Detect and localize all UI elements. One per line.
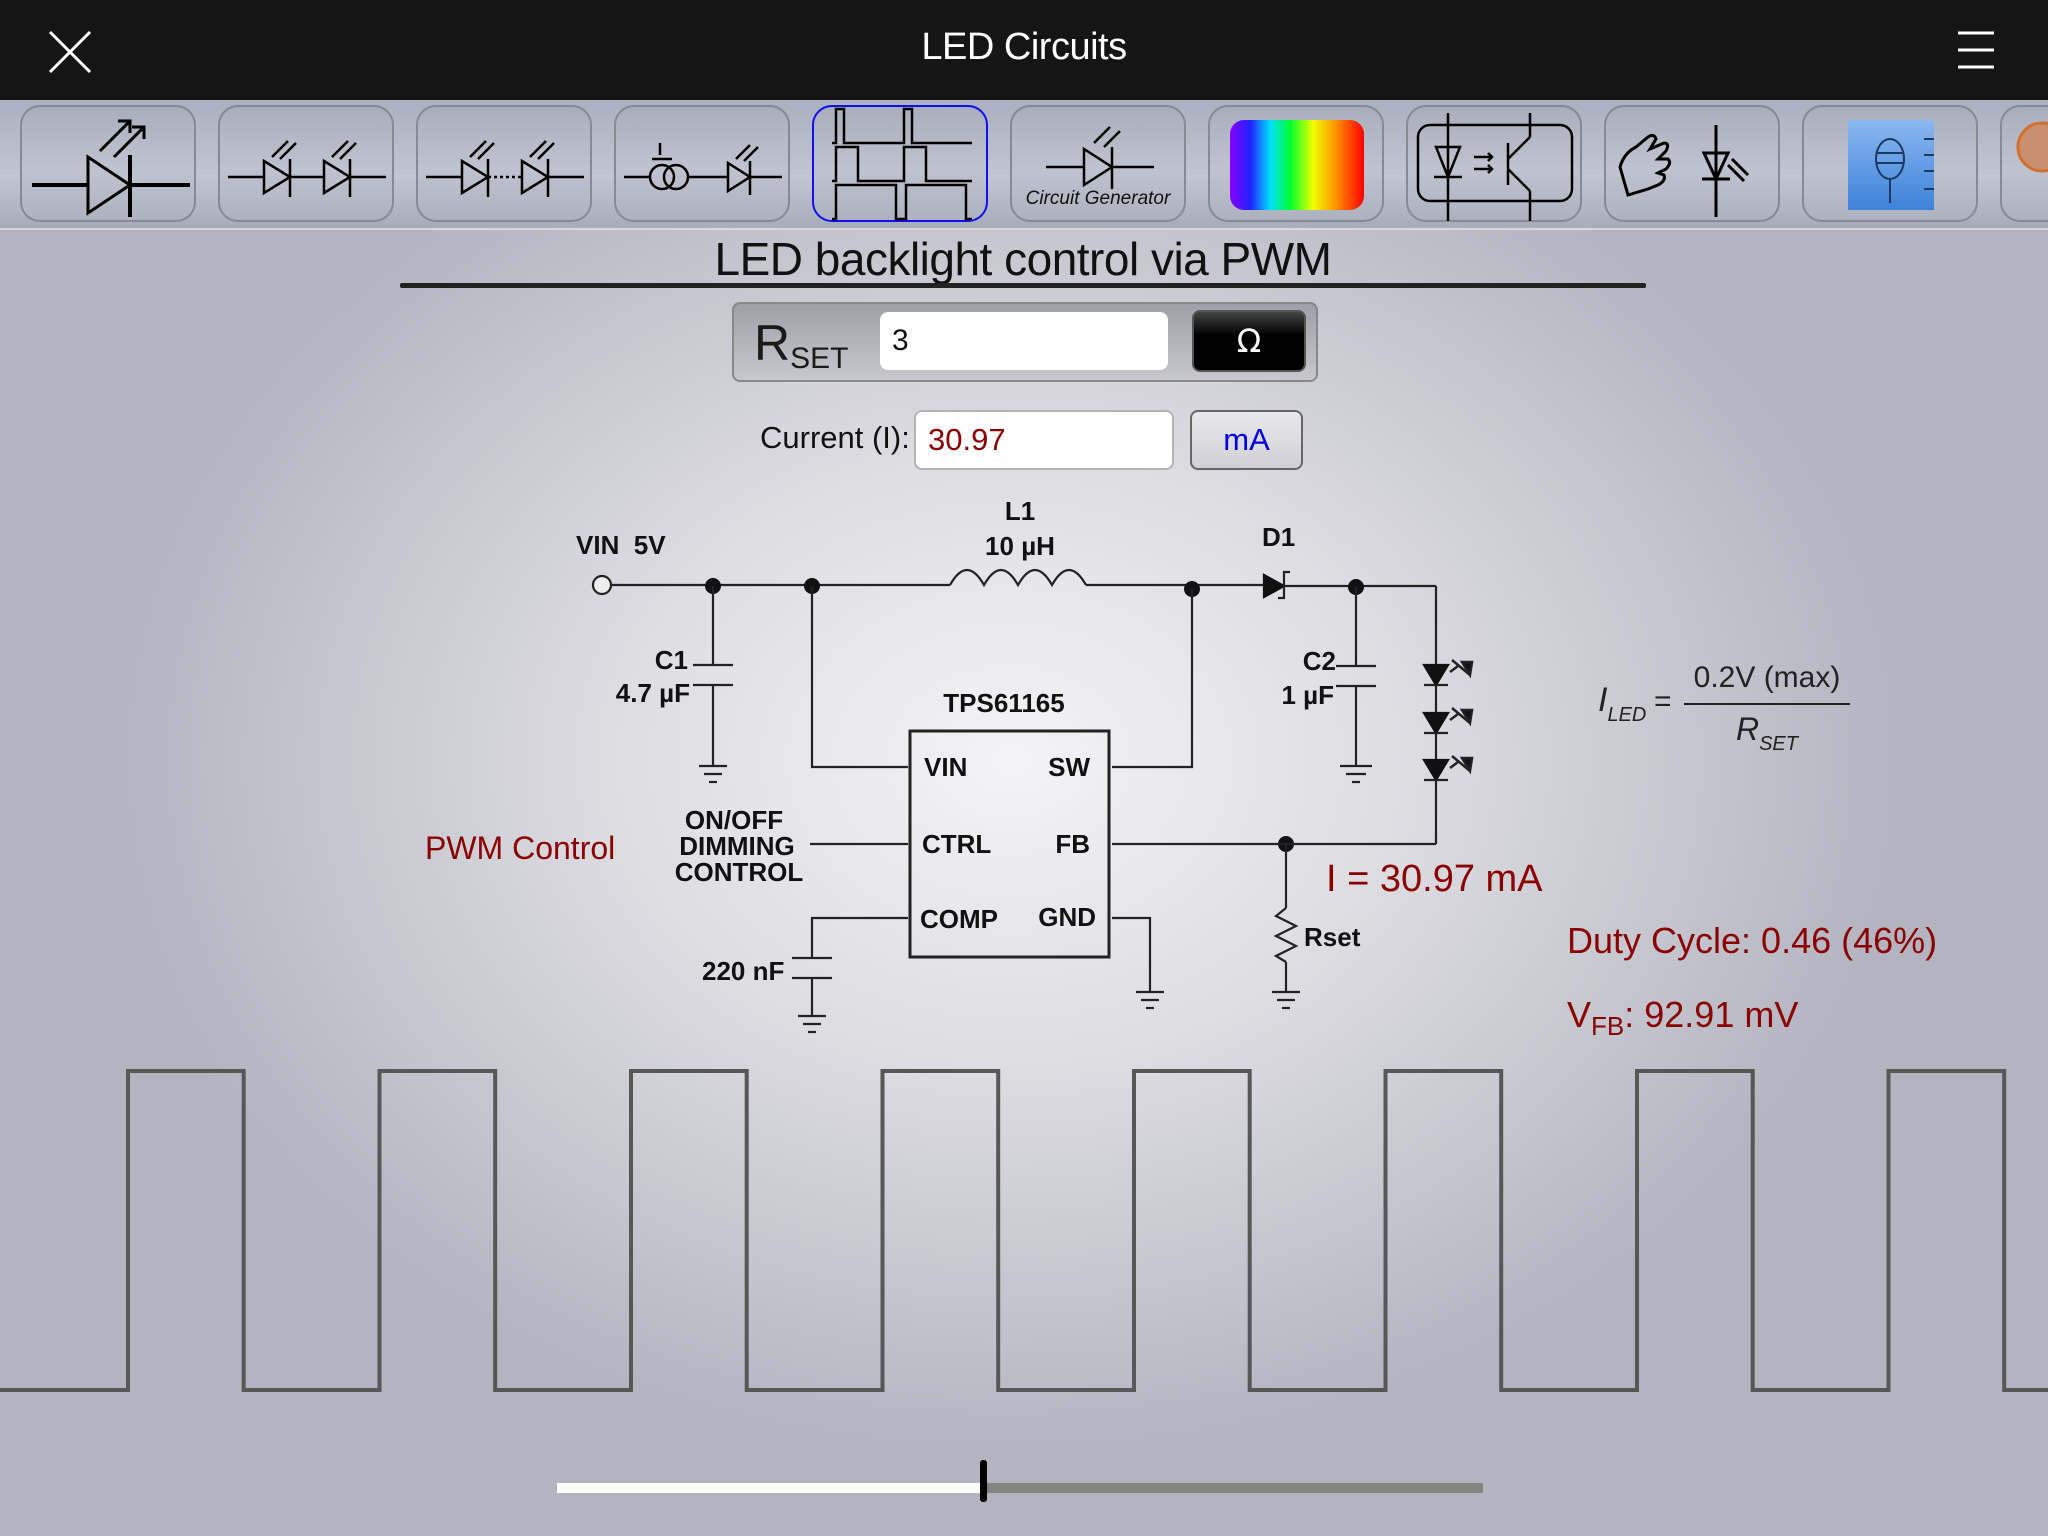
current-label: Current (I): <box>760 420 910 455</box>
resistor-rset <box>1273 907 1299 963</box>
rset-label-sub: SET <box>790 342 849 375</box>
circuit-schematic: VIN 5V L1 10 µH D1 C1 4.7 µF C2 1 µF TPS… <box>576 496 1474 1034</box>
vfb-label-main: V <box>1567 994 1592 1035</box>
formula-lhs-main: I <box>1598 681 1608 719</box>
vin-label: VIN 5V <box>576 530 666 560</box>
hamburger-menu-icon <box>1958 31 1994 69</box>
ctrl-label-line-1: ON/OFF <box>685 805 783 835</box>
pin-comp: COMP <box>920 904 998 934</box>
formula-denominator-sub: SET <box>1759 733 1798 755</box>
slider-fill <box>557 1483 983 1493</box>
ic-tps61165 <box>908 729 1111 959</box>
tool-current-source-led[interactable] <box>614 105 790 222</box>
tool-single-led[interactable] <box>20 105 196 222</box>
ground-symbol <box>1136 990 1164 1010</box>
iled-formula: ILED = 0.2V (max) RSET <box>1596 655 1856 775</box>
c2-value: 1 µF <box>1281 680 1334 710</box>
tool-partial-next[interactable] <box>2000 105 2048 222</box>
pin-sw: SW <box>1048 752 1090 782</box>
vfb-value: : 92.91 mV <box>1624 994 1799 1035</box>
current-readout: I = 30.97 mA <box>1326 858 1543 900</box>
inductor-l1 <box>949 568 1087 588</box>
circuit-generator-label: Circuit Generator <box>1025 188 1171 209</box>
optocoupler-icon <box>1416 113 1574 221</box>
rset-input[interactable] <box>880 312 1168 370</box>
tool-optocoupler[interactable] <box>1406 105 1582 222</box>
pwm-waveform <box>0 1069 2048 1392</box>
resistor-calc-icon <box>1848 120 1934 210</box>
menu-button[interactable] <box>1956 30 1996 70</box>
tool-pwm[interactable] <box>812 105 988 222</box>
duty-cycle-slider[interactable] <box>557 1460 1483 1504</box>
formula-numerator: 0.2V (max) <box>1693 661 1841 694</box>
close-button[interactable] <box>46 28 94 76</box>
pin-vin: VIN <box>924 752 967 782</box>
rset-label-main: R <box>754 315 791 371</box>
vfb-label-sub: FB <box>1591 1011 1625 1041</box>
ground-symbol <box>1340 764 1372 784</box>
ctrl-label-line-2: DIMMING <box>679 831 795 861</box>
pwm-waveform-trace <box>0 1069 2048 1392</box>
ic-name: TPS61165 <box>943 688 1064 718</box>
title-bar: LED Circuits <box>0 0 2048 100</box>
formula-lhs-sub: LED <box>1607 704 1647 726</box>
current-source-led-icon <box>624 143 782 195</box>
slider-thumb[interactable] <box>979 1460 987 1502</box>
tool-resistor-calc[interactable] <box>1802 105 1978 222</box>
tool-touch-led[interactable] <box>1604 105 1780 222</box>
page-title: LED backlight control via PWM <box>714 233 1332 285</box>
circuit-toolbar: Circuit Generator <box>0 100 2048 230</box>
formula-denominator: RSET <box>1686 711 1848 756</box>
led-string <box>1422 659 1474 844</box>
rset-resistor-label: Rset <box>1304 922 1361 952</box>
pin-gnd: GND <box>1038 902 1096 932</box>
d1-name: D1 <box>1262 522 1295 552</box>
c1-value: 4.7 µF <box>616 678 690 708</box>
formula-equals: = <box>1654 685 1672 718</box>
l1-value: 10 µH <box>985 531 1055 561</box>
current-input[interactable] <box>914 410 1174 470</box>
diode-d1 <box>1262 573 1287 599</box>
partial-next-icon <box>2016 121 2048 173</box>
ground-symbol <box>1272 990 1300 1010</box>
vin-terminal <box>591 574 613 596</box>
single-led-icon <box>32 119 190 217</box>
circuit-generator-icon <box>1046 126 1154 189</box>
c2-name: C2 <box>1303 646 1336 676</box>
title-divider <box>400 283 1646 288</box>
vfb-readout: VFB: 92.91 mV <box>1567 994 1798 1042</box>
rset-panel: RSET Ω <box>732 302 1318 382</box>
slider-track <box>557 1483 1483 1493</box>
ground-symbol <box>699 764 727 784</box>
tool-led-string[interactable] <box>416 105 592 222</box>
c1-name: C1 <box>655 645 688 675</box>
tool-color-spectrum[interactable] <box>1208 105 1384 222</box>
ctrl-label-line-3: CONTROL <box>675 857 804 887</box>
led-string-icon <box>426 140 584 197</box>
two-leds-series-icon <box>228 140 386 197</box>
pwm-control-label: PWM Control <box>425 830 616 866</box>
touch-led-icon <box>1618 125 1750 217</box>
pwm-waveform-icon <box>832 107 972 221</box>
ohm-unit-button[interactable]: Ω <box>1192 310 1306 372</box>
tool-circuit-generator[interactable]: Circuit Generator <box>1010 105 1186 222</box>
ma-unit-button[interactable]: mA <box>1190 410 1303 470</box>
l1-name: L1 <box>1005 496 1035 526</box>
duty-cycle-readout: Duty Cycle: 0.46 (46%) <box>1567 920 1938 961</box>
color-spectrum-icon <box>1230 120 1364 210</box>
app-title: LED Circuits <box>921 26 1127 68</box>
formula-denominator-main: R <box>1735 711 1760 747</box>
pin-ctrl: CTRL <box>922 829 991 859</box>
ground-symbol <box>798 1014 826 1034</box>
formula-fraction-bar <box>1684 703 1850 705</box>
tool-two-leds[interactable] <box>218 105 394 222</box>
formula-lhs: ILED <box>1598 681 1646 727</box>
pin-fb: FB <box>1055 829 1090 859</box>
rset-label: RSET <box>754 314 848 376</box>
close-icon <box>48 30 92 74</box>
comp-cap-value: 220 nF <box>702 956 784 986</box>
